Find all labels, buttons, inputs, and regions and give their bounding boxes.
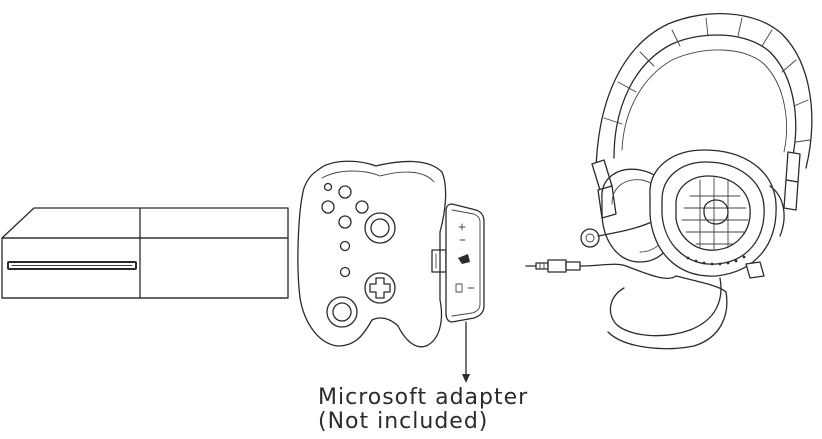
caption-adapter: Microsoft adapter [318,385,529,410]
console-icon [1,207,289,299]
caption-not-included: (Not included) [318,409,489,434]
headset-icon [580,13,813,350]
audio-plug-icon [525,259,677,280]
adapter-icon [431,203,485,383]
controller-icon [297,160,447,348]
